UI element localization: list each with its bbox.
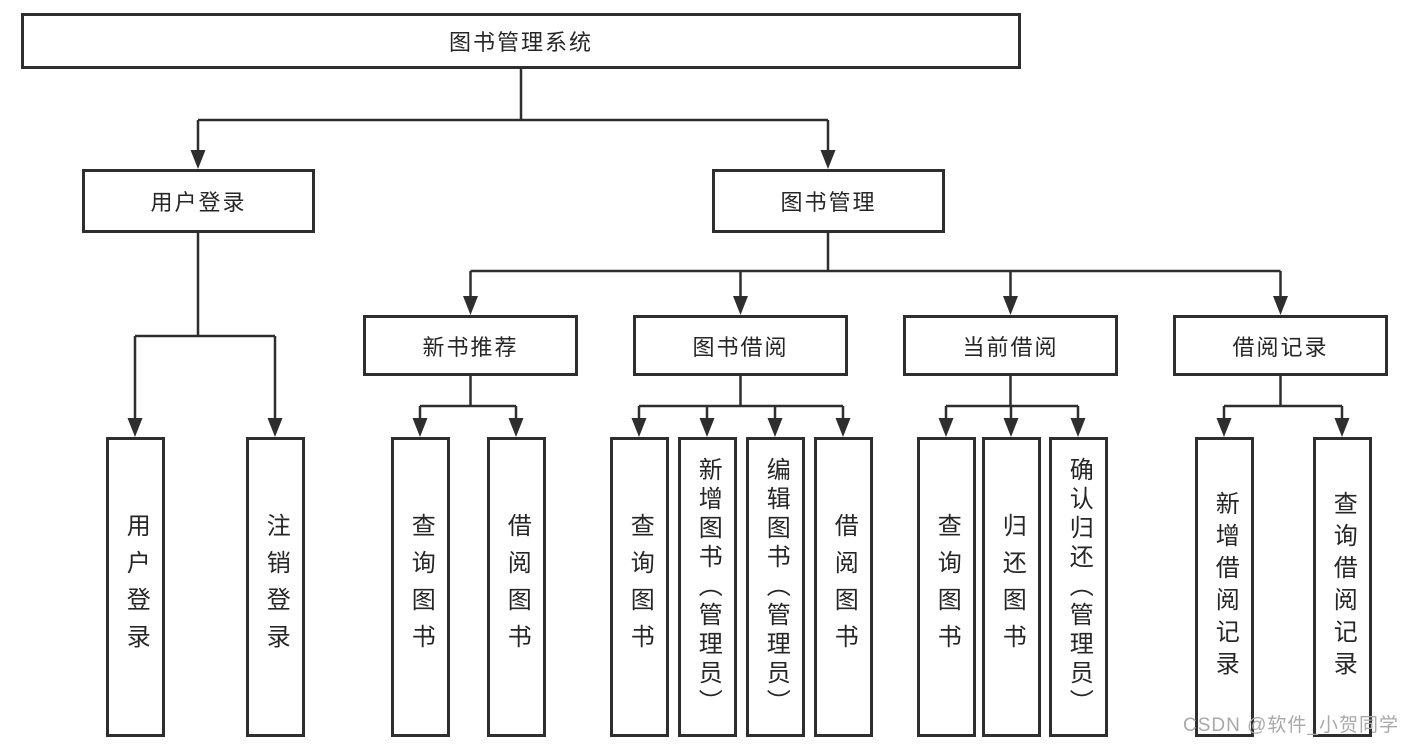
arrowhead (835, 418, 851, 437)
csdn-watermark: CSDN @软件_小贺同学 (1183, 715, 1399, 736)
connector-book-borrow-children (637, 376, 845, 422)
connector-user-login-children (133, 233, 277, 421)
leaf-confirm-return-admin: 确认归还（管理员） (1049, 437, 1108, 737)
node-label: 查询借阅记录 (1329, 491, 1357, 683)
leaf-add-borrow-record: 新增借阅记录 (1195, 437, 1254, 737)
connector-paths (133, 69, 1344, 422)
leaf-query-borrow-record: 查询借阅记录 (1313, 437, 1372, 737)
arrowhead (1070, 418, 1086, 437)
node-label: 借阅图书 (830, 513, 858, 661)
node-borrow-records: 借阅记录 (1173, 315, 1388, 376)
arrowhead (127, 418, 143, 437)
arrowhead (267, 418, 283, 437)
node-label: 编辑图书（管理员） (762, 456, 790, 718)
node-label: 用户登录 (122, 513, 150, 661)
arrowhead (1216, 418, 1232, 437)
node-book-management: 图书管理 (712, 169, 945, 233)
node-label: 图书借阅 (692, 334, 789, 360)
node-label: 新增图书（管理员） (694, 456, 722, 718)
node-label: 当前借阅 (962, 334, 1059, 360)
arrowhead (1334, 418, 1350, 437)
node-label: 新增借阅记录 (1211, 491, 1239, 683)
node-label: 确认归还（管理员） (1065, 456, 1093, 718)
node-label: 新书推荐 (422, 334, 519, 360)
leaf-borrow-books: 借阅图书 (814, 437, 873, 737)
arrowhead (1003, 418, 1019, 437)
arrowhead (733, 296, 748, 315)
leaf-add-book-admin: 新增图书（管理员） (678, 437, 737, 737)
arrowhead (463, 296, 478, 315)
connector-book-management-children (469, 233, 1282, 298)
node-label: 查询图书 (933, 513, 961, 661)
leaf-borrow-books-recommend: 借阅图书 (487, 437, 546, 737)
arrowhead (190, 150, 206, 169)
connector-current-borrow-children (944, 376, 1080, 422)
node-current-borrow: 当前借阅 (903, 315, 1118, 376)
arrowhead (631, 418, 647, 437)
arrowhead (1273, 296, 1288, 315)
connector-root-to-level2 (196, 69, 830, 153)
node-label: 图书管理系统 (448, 30, 593, 55)
leaf-user-login: 用户登录 (106, 437, 165, 737)
arrowheads (127, 150, 1350, 437)
node-label: 用户登录 (150, 190, 247, 215)
node-label: 借阅记录 (1232, 334, 1329, 360)
node-book-borrow: 图书借阅 (633, 315, 848, 376)
node-label: 查询图书 (626, 513, 654, 661)
leaf-edit-book-admin: 编辑图书（管理员） (746, 437, 805, 737)
node-library-management-system: 图书管理系统 (21, 13, 1021, 69)
arrowhead (938, 418, 954, 437)
arrowhead (699, 418, 715, 437)
arrowhead (412, 418, 428, 437)
arrowhead (1003, 296, 1018, 315)
arrowhead (508, 418, 524, 437)
connector-new-book-children (418, 376, 518, 422)
node-new-book-recommend: 新书推荐 (363, 315, 578, 376)
leaf-query-books-borrow: 查询图书 (610, 437, 669, 737)
arrowhead (820, 150, 836, 169)
leaf-return-book: 归还图书 (982, 437, 1041, 737)
connector-borrow-record-children (1222, 376, 1344, 422)
node-label: 查询图书 (407, 513, 435, 661)
node-label: 归还图书 (998, 513, 1026, 661)
node-label: 注销登录 (262, 513, 290, 661)
leaf-logout: 注销登录 (246, 437, 305, 737)
node-label: 图书管理 (780, 190, 877, 215)
leaf-query-books-recommend: 查询图书 (391, 437, 450, 737)
node-label: 借阅图书 (503, 513, 531, 661)
node-user-login: 用户登录 (82, 169, 315, 233)
arrowhead (767, 418, 783, 437)
leaf-query-books-current: 查询图书 (917, 437, 976, 737)
